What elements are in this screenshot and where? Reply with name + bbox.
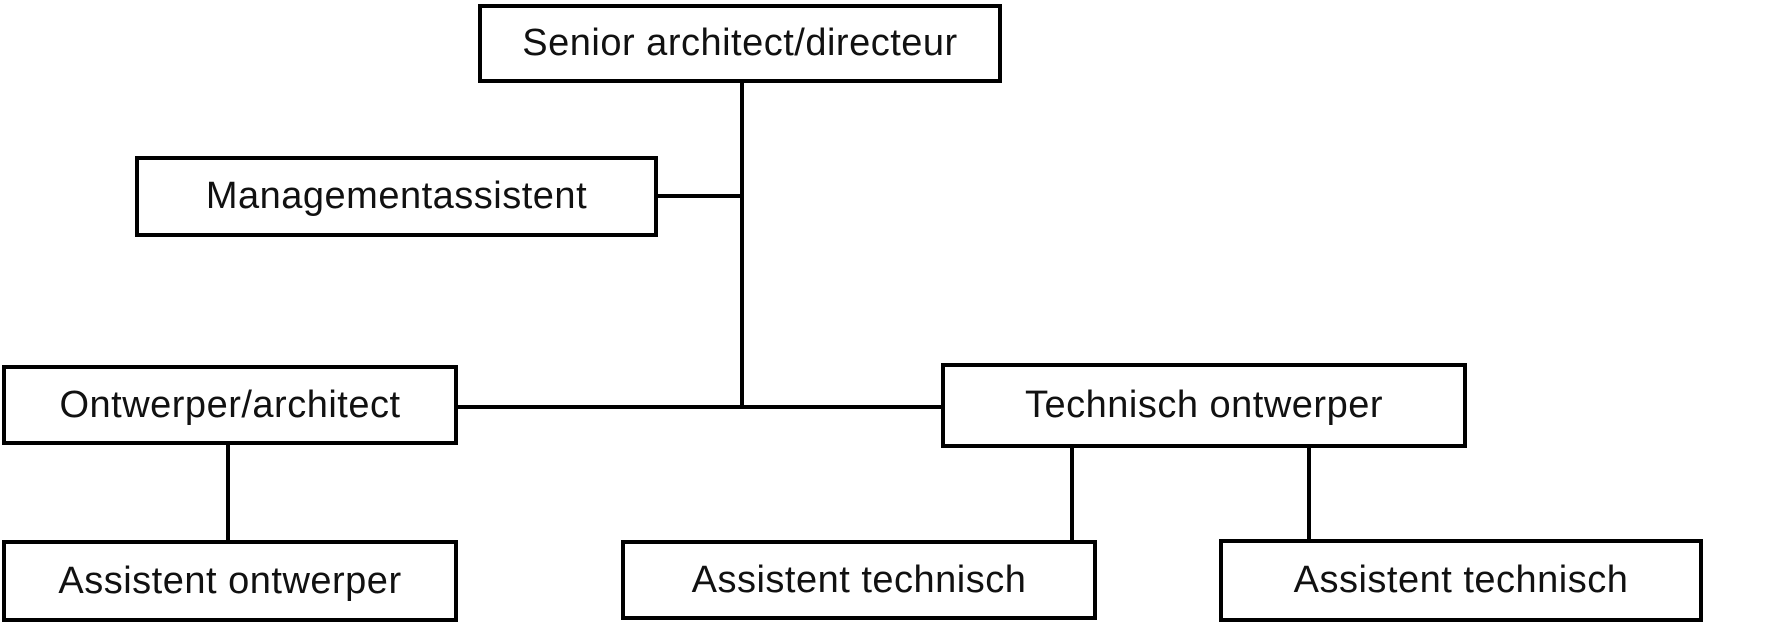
org-node-label: Technisch ontwerper xyxy=(1024,384,1383,426)
org-node-label: Assistent ontwerper xyxy=(58,559,402,602)
connector-technisch-to-assistent-2 xyxy=(1307,448,1311,539)
org-node-label: Managementassistent xyxy=(205,175,588,217)
org-node-label: Assistent technisch xyxy=(1293,559,1629,601)
org-node-assistent-technisch-2: Assistent technisch xyxy=(1219,539,1703,622)
org-node-ontwerper-architect: Ontwerper/architect xyxy=(2,365,458,445)
org-node-label: Senior architect/directeur xyxy=(522,22,958,64)
org-node-label: Ontwerper/architect xyxy=(59,383,401,426)
org-node-label: Assistent technisch xyxy=(691,558,1027,601)
org-node-assistent-ontwerper: Assistent ontwerper xyxy=(2,540,458,622)
connector-level3-horizontal xyxy=(458,405,943,409)
connector-trunk-vertical xyxy=(740,83,744,409)
connector-management-stub xyxy=(658,194,742,198)
connector-ontwerper-to-assistent xyxy=(226,445,230,540)
org-node-technisch-ontwerper: Technisch ontwerper xyxy=(941,363,1467,448)
org-node-managementassistent: Managementassistent xyxy=(135,156,658,237)
org-node-senior-architect-directeur: Senior architect/directeur xyxy=(478,4,1002,83)
org-node-assistent-technisch-1: Assistent technisch xyxy=(621,540,1097,620)
connector-technisch-to-assistent-1 xyxy=(1070,448,1074,540)
